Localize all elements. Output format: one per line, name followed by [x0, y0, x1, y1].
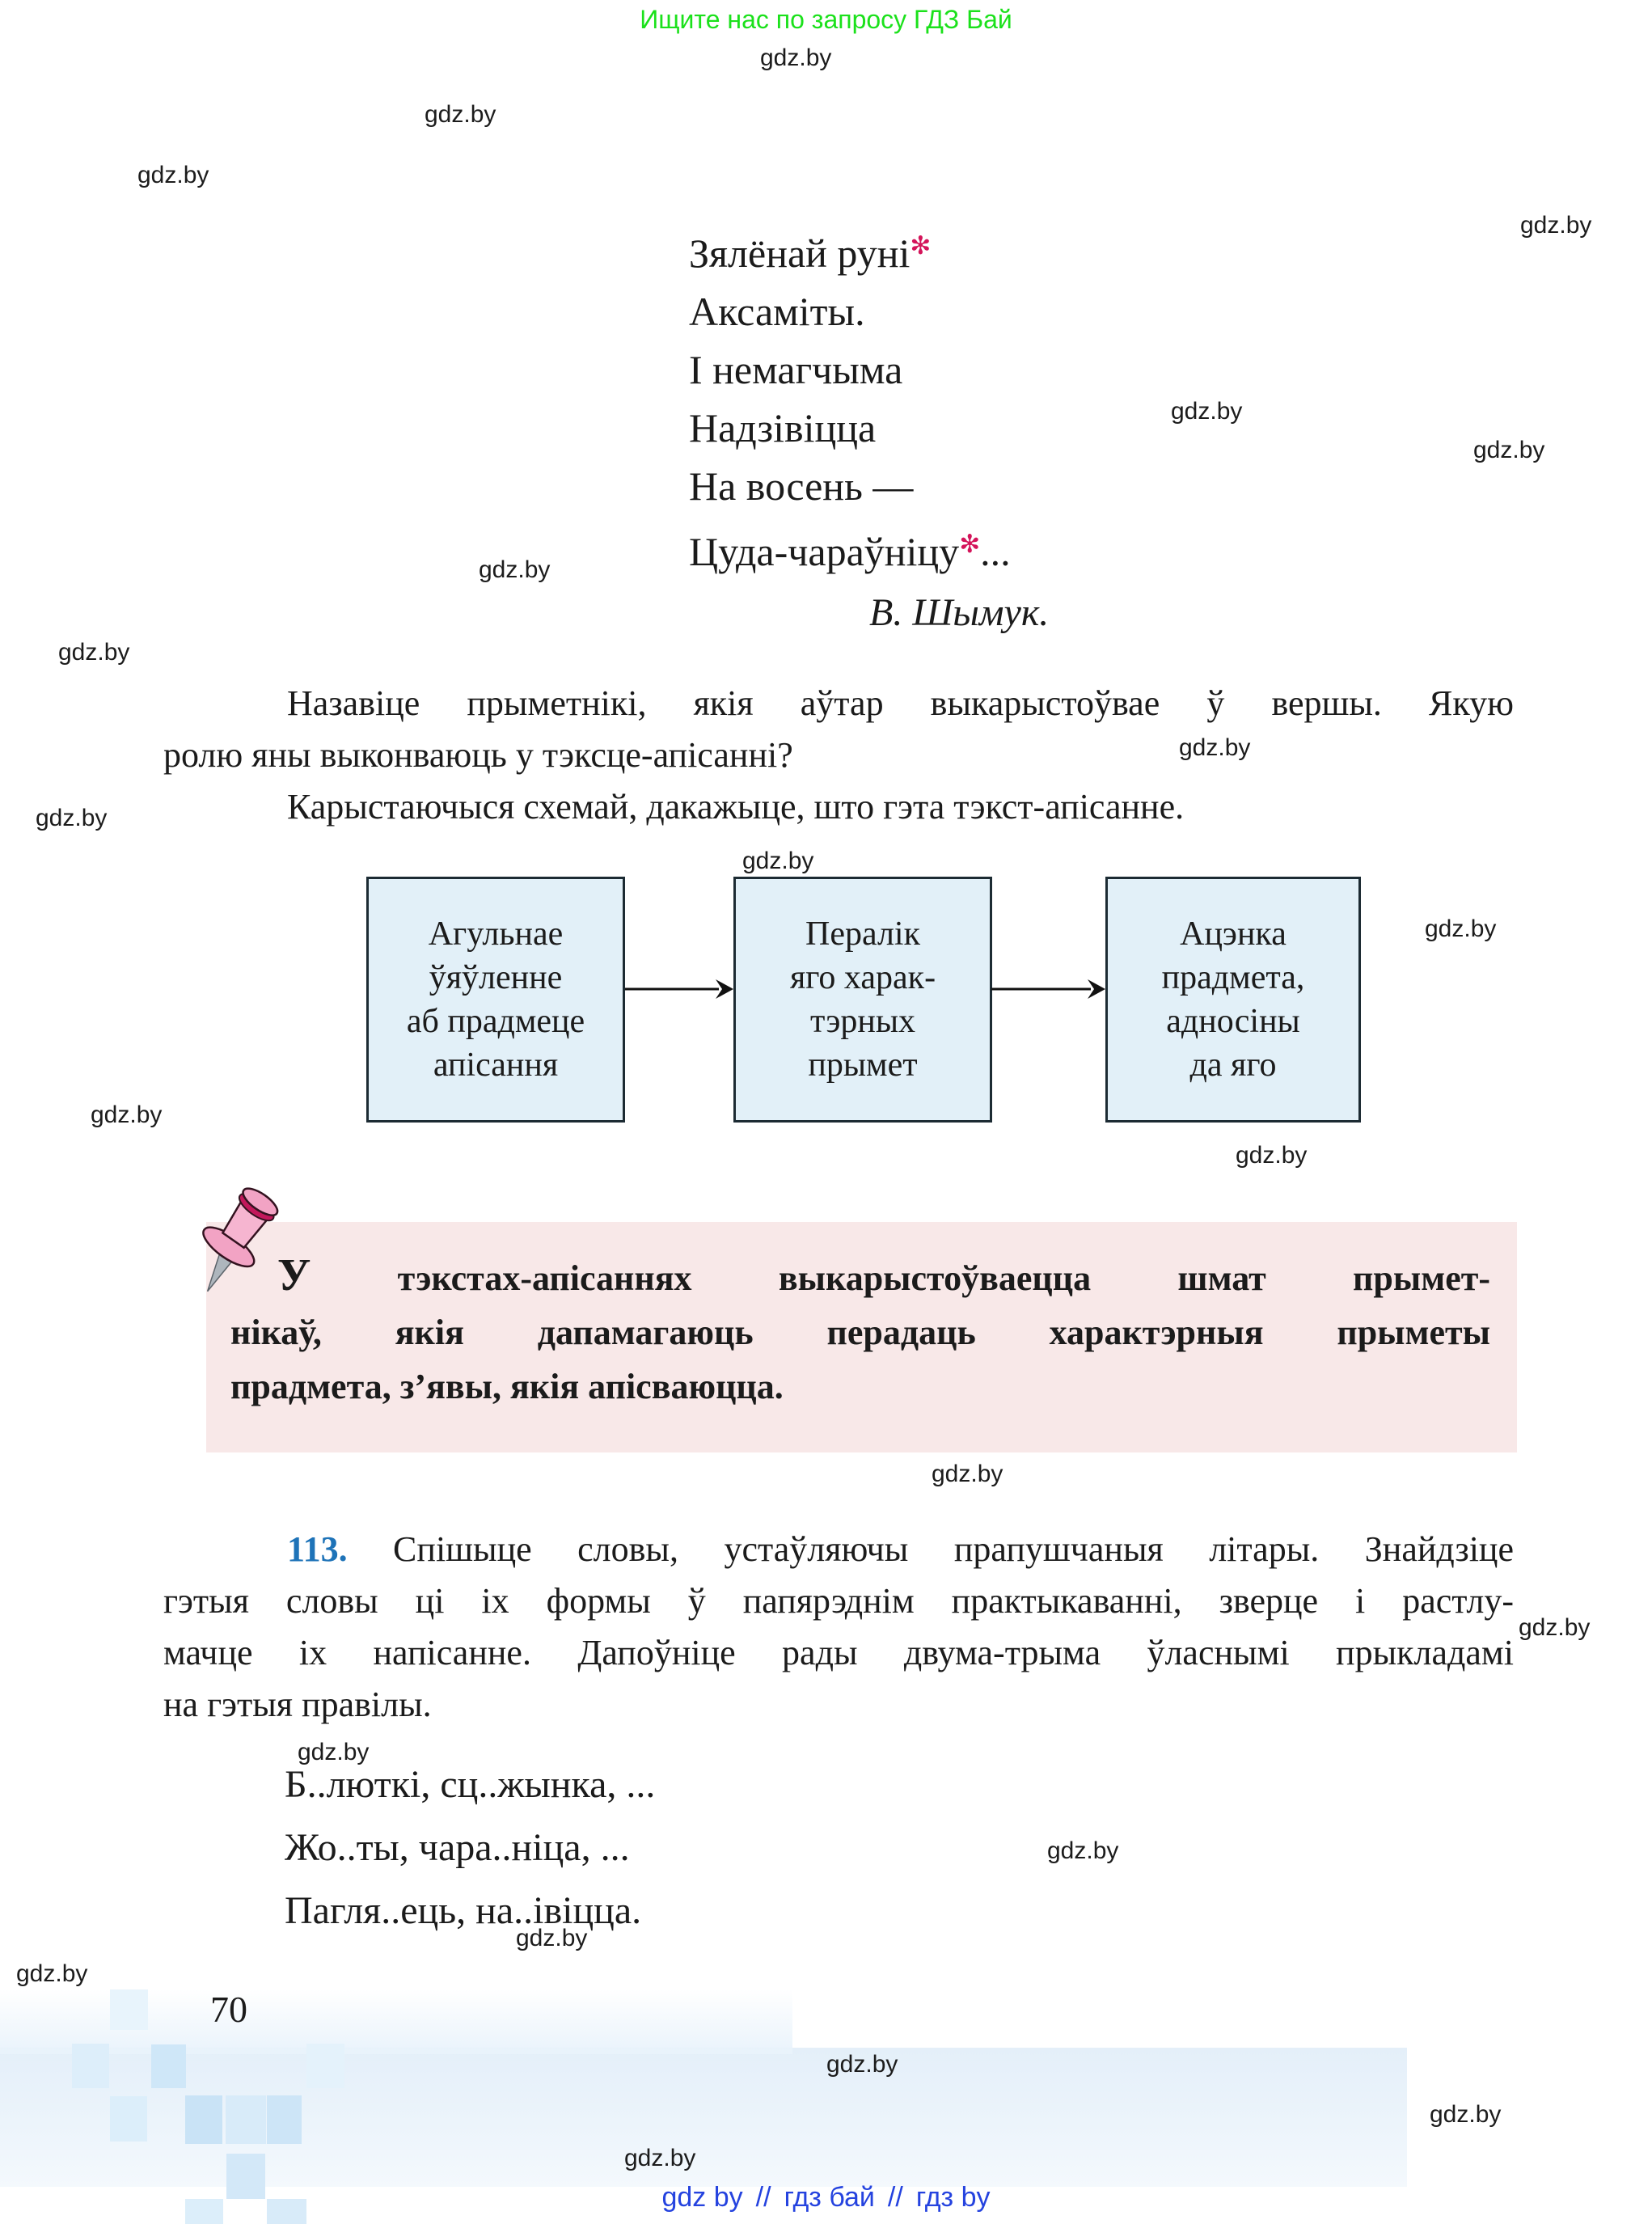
exercise-line: на гэтыя правілы.: [163, 1685, 432, 1724]
arrow-right-icon: [625, 979, 733, 999]
diagram-box-line: прымет: [808, 1046, 918, 1084]
watermark-gdzby: gdz.by: [1473, 437, 1545, 463]
poem-line-ellipsis: ...: [980, 528, 1011, 574]
diagram-box-characteristics: Пералік яго харак- тэрных прымет: [733, 877, 992, 1123]
diagram-box-line: да яго: [1189, 1046, 1277, 1084]
footer-links: gdz by // гдз бай // гдз by: [0, 2182, 1652, 2213]
diagram-box-evaluation: Ацэнка прадмета, адносіны да яго: [1105, 877, 1361, 1123]
footnote-asterisk-icon: ✻: [959, 529, 981, 559]
diagram-box-line: аб прадмеце: [406, 1003, 585, 1040]
task-intro-line: Назавіце прыметнікі, якія аўтар выкарыст…: [287, 683, 1514, 723]
watermark-gdzby: gdz.by: [760, 44, 832, 71]
watermark-gdzby: gdz.by: [624, 2145, 696, 2171]
arrow-right-icon: [991, 979, 1105, 999]
poem-line: На восень —: [689, 463, 914, 509]
exercise-number: 113.: [287, 1529, 348, 1569]
footer-separator: //: [887, 2182, 903, 2213]
word-row: Жо..ты, чара..ніца, ...: [285, 1826, 630, 1869]
watermark-gdzby: gdz.by: [36, 805, 108, 831]
watermark-gdzby: gdz.by: [479, 556, 551, 583]
footer-link[interactable]: гдз by: [915, 2182, 991, 2213]
watermark-gdzby: gdz.by: [58, 639, 130, 666]
watermark-gdzby: gdz.by: [16, 1960, 88, 1987]
rule-note-text: У тэкстах-апісаннях выкарыстоўваецца шма…: [230, 1249, 1490, 1414]
page-number: 70: [210, 1989, 247, 2030]
watermark-gdzby: gdz.by: [826, 2051, 898, 2078]
watermark-gdzby: gdz.by: [742, 848, 814, 874]
watermark-gdzby: gdz.by: [1519, 1614, 1591, 1641]
watermark-gdzby: gdz.by: [1520, 212, 1592, 239]
word-row: Пагля..ець, на..івіцца.: [285, 1889, 642, 1932]
diagram-box-line: прадмета,: [1161, 959, 1305, 996]
footer-link[interactable]: гдз бай: [784, 2182, 875, 2213]
decor-square: [110, 1989, 148, 2030]
watermark-gdzby: gdz.by: [1236, 1142, 1308, 1169]
diagram-box-line: Ацэнка: [1180, 915, 1287, 953]
exercise-line: гэтыя словы ці іх формы ў папярэднім пра…: [163, 1581, 1514, 1621]
rule-note-line: прадмета, з’явы, якія апісваюцца.: [230, 1367, 784, 1406]
diagram-box-line: апісання: [433, 1046, 559, 1084]
watermark-gdzby: gdz.by: [298, 1739, 370, 1765]
decor-square: [185, 2199, 223, 2224]
decor-square: [267, 2095, 302, 2144]
decor-square: [306, 2044, 344, 2088]
poem-line: Аксаміты.: [689, 288, 865, 334]
rule-note-line: У тэкстах-апісаннях выкарыстоўваецца шма…: [277, 1250, 1490, 1300]
decor-square: [267, 2199, 306, 2224]
diagram-box-line: Агульнае: [428, 915, 564, 953]
watermark-gdzby: gdz.by: [91, 1101, 163, 1128]
decor-square: [72, 2044, 109, 2088]
diagram-box-line: ўяўленне: [429, 959, 563, 996]
poem: Зялёнай руні✻ Аксаміты. І немагчыма Надз…: [689, 217, 1011, 581]
decor-square: [226, 2095, 266, 2144]
task-intro: Назавіце прыметнікі, якія аўтар выкарыст…: [163, 678, 1514, 833]
footnote-asterisk-icon: ✻: [910, 231, 932, 260]
watermark-gdzby: gdz.by: [1047, 1837, 1119, 1864]
watermark-gdzby: gdz.by: [932, 1461, 1003, 1487]
poem-line: Цуда-чараўніцу✻...: [689, 515, 1011, 581]
poem-line: Зялёнай руні✻: [689, 217, 1011, 282]
footer-separator: //: [755, 2182, 771, 2213]
watermark-gdzby: gdz.by: [1171, 398, 1243, 425]
pushpin-icon: [202, 1187, 279, 1292]
word-row: Б..люткі, сц..жынка, ...: [285, 1763, 656, 1806]
exercise-line: мачце іх напісанне. Дапоўніце рады двума…: [163, 1633, 1514, 1672]
exercise-line: 113. Спішыце словы, устаўляючы прапушчан…: [163, 1524, 1514, 1575]
decor-square: [226, 2154, 265, 2199]
decor-square: [185, 2095, 222, 2144]
poem-author: В. Шымук.: [869, 591, 1050, 634]
diagram-box-line: тэрных: [809, 1003, 916, 1040]
exercise-line-text: Спішыце словы, устаўляючы прапушчаныя лі…: [393, 1529, 1514, 1569]
task-intro-line: ролю яны выконваюць у тэксце-апісанні?: [163, 735, 793, 775]
diagram-box-line: яго харак-: [789, 959, 936, 996]
watermark-gdzby: gdz.by: [1430, 2101, 1502, 2128]
watermark-gdzby: gdz.by: [516, 1925, 588, 1951]
poem-line: Надзівіцца: [689, 404, 877, 450]
watermark-gdzby: gdz.by: [1425, 915, 1497, 942]
diagram-box-general-idea: Агульнае ўяўленне аб прадмеце апісання: [366, 877, 625, 1123]
exercise-113: 113. Спішыце словы, устаўляючы прапушчан…: [163, 1524, 1514, 1731]
decor-square: [151, 2044, 186, 2088]
poem-line-text: Зялёнай руні: [689, 230, 911, 276]
footer-link[interactable]: gdz by: [661, 2182, 743, 2213]
watermark-gdzby: gdz.by: [137, 162, 209, 188]
promo-banner: Ищите нас по запросу ГДЗ Бай: [640, 5, 1012, 34]
watermark-gdzby: gdz.by: [1179, 734, 1251, 761]
task-intro-line: Карыстаючыся схемай, дакажыце, што гэта …: [287, 787, 1185, 827]
diagram-box-line: адносіны: [1166, 1003, 1300, 1040]
word-list: Б..люткі, сц..жынка, ... Жо..ты, чара..н…: [285, 1753, 655, 1943]
watermark-gdzby: gdz.by: [425, 101, 496, 128]
diagram-box-line: Пералік: [805, 915, 921, 953]
rule-note-line: нікаў, якія дапамагаюць перадаць характэ…: [230, 1313, 1490, 1352]
poem-line: І немагчыма: [689, 346, 903, 392]
rule-note-box: [206, 1222, 1517, 1452]
decor-square: [110, 2096, 147, 2142]
poem-line-text: Цуда-чараўніцу: [689, 528, 960, 574]
